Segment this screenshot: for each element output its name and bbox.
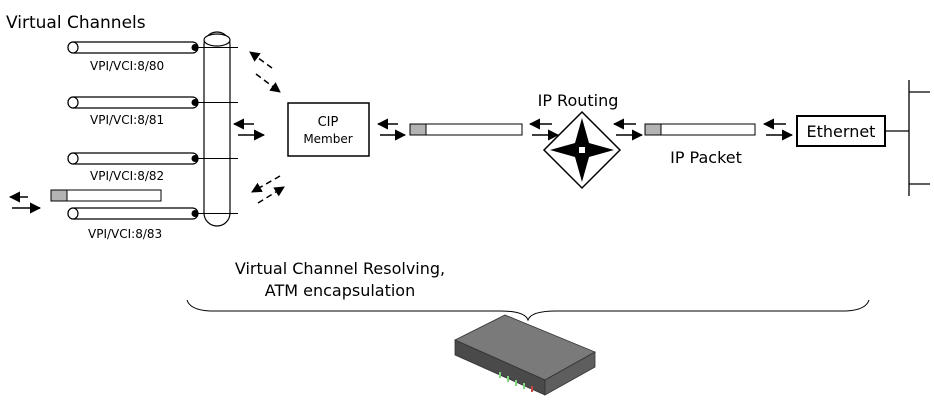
ip-packet-middle	[409, 123, 523, 136]
bidirectional-arrow-icon	[232, 118, 266, 141]
ip-packet	[644, 123, 756, 136]
diagram-title: Virtual Channels	[6, 13, 146, 33]
bidirectional-arrow-icon	[528, 118, 560, 141]
ethernet-bus	[885, 80, 930, 196]
ip-routing-label: IP Routing	[538, 91, 619, 110]
vc-bus	[203, 31, 231, 227]
dashed-arrow-icon	[251, 175, 285, 204]
cip-member-label-line2: Member	[303, 132, 352, 146]
router-device-icon	[454, 314, 596, 396]
channel-pipe	[67, 41, 238, 54]
bidirectional-arrow-icon	[762, 118, 794, 141]
bidirectional-arrow-icon	[376, 118, 407, 141]
channel-pipe	[67, 96, 238, 109]
bidirectional-arrow-icon	[8, 191, 42, 214]
bidirectional-arrow-icon	[612, 118, 644, 141]
channel-label: VPI/VCI:8/83	[88, 227, 162, 241]
ip-packet-label: IP Packet	[670, 148, 742, 167]
channel-label: VPI/VCI:8/82	[90, 169, 164, 183]
caption-line1: Virtual Channel Resolving,	[235, 259, 445, 278]
atm-cell-packet	[50, 189, 162, 202]
cip-member-box	[287, 102, 370, 157]
channel-label: VPI/VCI:8/80	[90, 59, 164, 73]
dashed-arrow-icon	[249, 51, 281, 93]
ethernet-box	[796, 115, 886, 147]
caption-line2: ATM encapsulation	[265, 281, 415, 300]
channel-label: VPI/VCI:8/81	[90, 113, 164, 127]
channel-pipe	[67, 207, 238, 220]
router-icon	[542, 110, 622, 190]
cip-member-label-line1: CIP	[318, 115, 339, 130]
channel-pipe	[67, 152, 238, 165]
bracket-brace	[186, 299, 870, 322]
ethernet-label: Ethernet	[807, 122, 876, 141]
